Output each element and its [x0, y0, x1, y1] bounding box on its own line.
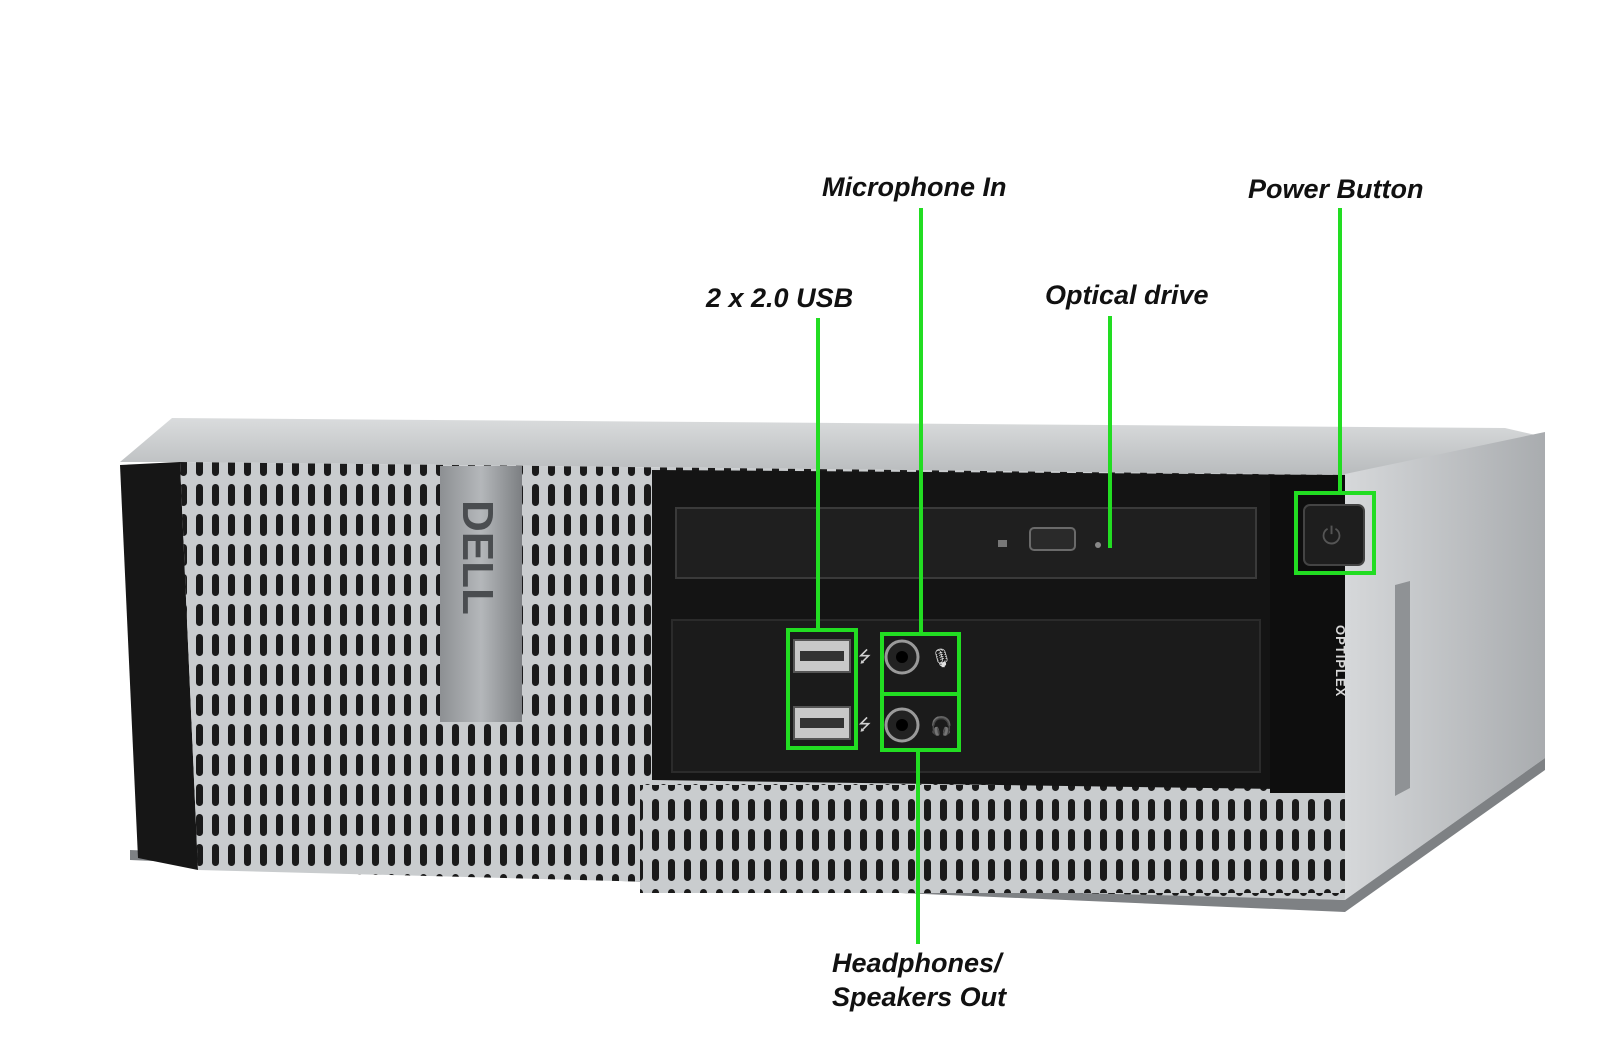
- usb-icon: ⭍: [858, 715, 871, 734]
- power-button-label: Power Button: [1248, 174, 1424, 204]
- callout-highlights: [786, 208, 1376, 944]
- left-bezel: [120, 462, 198, 870]
- usb-label: 2 x 2.0 USB: [705, 283, 853, 313]
- optical-drive-eject-button[interactable]: [1029, 527, 1076, 551]
- optical-drive-bay: [675, 507, 1257, 579]
- usb-highlight-box: [786, 628, 858, 750]
- callout-labels: Microphone In Power Button 2 x 2.0 USB O…: [705, 172, 1424, 1012]
- headphones-highlight-box: [880, 692, 961, 752]
- front-mesh-lower-strip: [640, 785, 1345, 893]
- headphones-label-line2: Speakers Out: [832, 982, 1007, 1012]
- usb-ports: ⭍ ⭍: [793, 639, 871, 740]
- optical-drive-emergency-eject: [1095, 542, 1101, 548]
- optiplex-label: OPTIPLEX: [1333, 625, 1348, 697]
- dell-logo: DELL: [453, 500, 502, 615]
- logo-plate: [440, 466, 522, 722]
- power-icon: ⏻: [1322, 522, 1341, 550]
- chassis-side-panel-strip: [1395, 581, 1410, 796]
- usb-icon: ⭍: [858, 647, 871, 666]
- power-highlight-box: [1294, 491, 1376, 575]
- usb-port-tongue: [800, 718, 844, 728]
- optical-drive-led: [998, 540, 1007, 547]
- lower-bay-cover: [671, 619, 1261, 773]
- chassis-top: [120, 418, 1540, 475]
- headphones-icon: 🎧: [930, 715, 952, 737]
- optical-drive: [675, 507, 1257, 579]
- computer-chassis: DELL ⭍ ⭍ 🎙 🎧: [120, 418, 1545, 912]
- headphones-label-line1: Headphones/: [832, 948, 1004, 978]
- audio-jacks: 🎙 🎧: [884, 639, 953, 743]
- power-button[interactable]: [1303, 504, 1365, 566]
- microphone-icon: 🎙: [930, 648, 953, 669]
- optical-drive-label: Optical drive: [1045, 280, 1209, 310]
- microphone-in-label: Microphone In: [822, 172, 1007, 202]
- usb-port-tongue: [800, 651, 844, 661]
